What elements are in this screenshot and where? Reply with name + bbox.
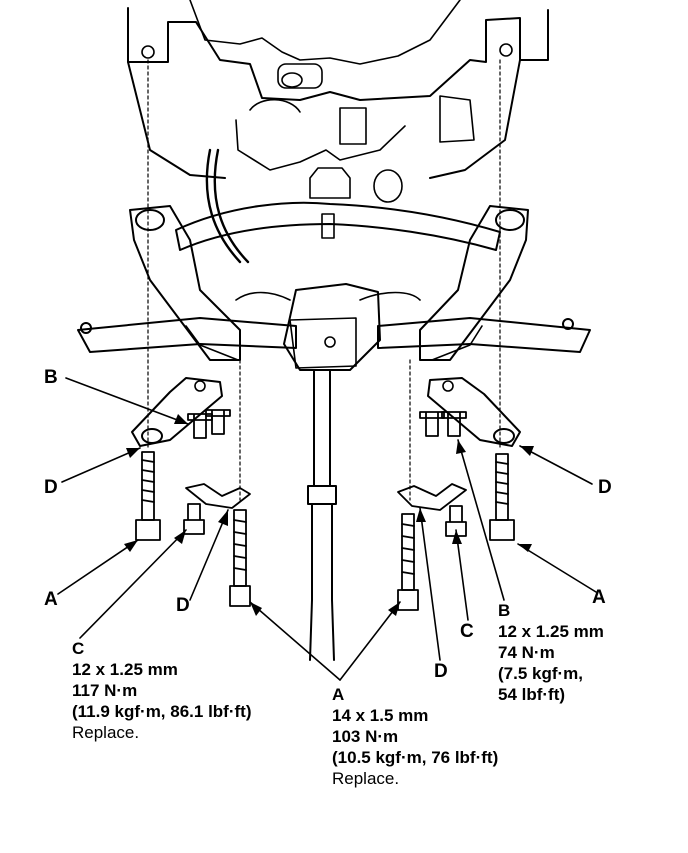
leader-d-mid-left <box>189 509 229 601</box>
callout-a-left: A <box>44 589 58 610</box>
leader-a-left <box>57 539 139 595</box>
callout-d-left: D <box>44 477 58 498</box>
spec-a: A 14 x 1.5 mm 103 N·m (10.5 kgf·m, 76 lb… <box>332 684 498 789</box>
leader-a-center-left <box>249 601 341 681</box>
spec-b-size: 12 x 1.25 mm <box>498 622 604 641</box>
spec-c: C 12 x 1.25 mm 117 N·m (11.9 kgf·m, 86.1… <box>72 638 251 743</box>
brace-left <box>131 377 223 447</box>
leader-d-left <box>61 447 141 483</box>
spec-b-alt1: (7.5 kgf·m, <box>498 664 584 683</box>
spec-b-torque: 74 N·m <box>498 643 555 662</box>
brace-right <box>427 377 521 447</box>
callout-b-left: B <box>44 367 58 388</box>
leader-c-right <box>455 529 469 621</box>
spec-b-letter: B <box>498 601 511 620</box>
leader-lines <box>57 377 597 681</box>
leader-a-right <box>517 543 597 593</box>
leader-d-right <box>519 445 593 485</box>
leader-c-left <box>79 529 187 639</box>
spec-a-torque: 103 N·m <box>332 727 399 746</box>
propeller-shaft <box>307 369 337 661</box>
differential-mount <box>235 283 421 371</box>
spec-c-alt: (11.9 kgf·m, 86.1 lbf·ft) <box>72 702 252 721</box>
callout-d-right: D <box>598 477 612 498</box>
subframe-crossmember <box>77 201 591 361</box>
spec-c-letter: C <box>72 639 85 658</box>
spec-b: B 12 x 1.25 mm 74 N·m (7.5 kgf·m, 54 lbf… <box>498 600 604 705</box>
spec-a-letter: A <box>332 685 345 704</box>
spec-c-note: Replace. <box>72 723 140 742</box>
callout-a-right: A <box>592 587 606 608</box>
spec-c-size: 12 x 1.25 mm <box>72 660 178 679</box>
body-floor-outline <box>127 0 549 264</box>
bolts <box>135 409 515 611</box>
leader-a-center-right <box>339 601 401 681</box>
callout-c-right: C <box>460 621 474 642</box>
leader-b-right <box>457 439 505 601</box>
spec-a-alt: (10.5 kgf·m, 76 lbf·ft) <box>332 748 499 767</box>
callout-d-mid-right: D <box>434 661 448 682</box>
callout-d-mid-left: D <box>176 595 190 616</box>
spec-a-note: Replace. <box>332 769 400 788</box>
spec-a-size: 14 x 1.5 mm <box>332 706 429 725</box>
leader-b-left <box>65 377 189 425</box>
leader-arrowheads <box>124 414 534 616</box>
spec-c-torque: 117 N·m <box>72 681 138 700</box>
spec-b-alt2: 54 lbf·ft) <box>498 685 566 704</box>
alignment-lines <box>147 59 501 501</box>
leader-d-mid-right <box>419 507 441 661</box>
